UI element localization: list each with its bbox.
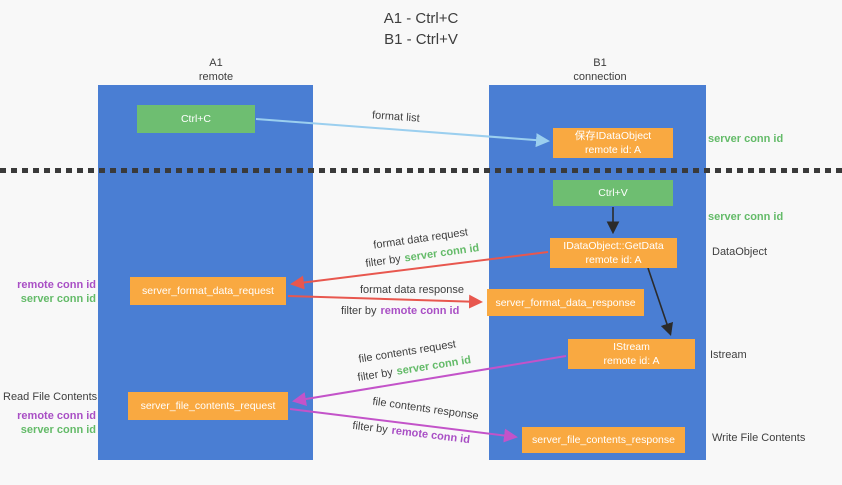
title-line-2: B1 - Ctrl+V — [384, 31, 458, 48]
annotation-istream: Istream — [710, 349, 747, 361]
node-save-idataobject: 保存IDataObject remote id: A — [553, 128, 673, 158]
filter-prefix-2: filter by — [341, 305, 377, 317]
filter-prefix-4: filter by — [351, 419, 389, 437]
remote-conn-id-ref-1: remote conn id — [380, 305, 460, 317]
annotation-left-conn-ids-1: remote conn id server conn id — [8, 278, 96, 306]
lane-a1-name: A1 — [209, 57, 223, 69]
node-save-idataobject-line1: 保存IDataObject — [574, 130, 652, 142]
filter-prefix-3: filter by — [356, 366, 394, 384]
arrow-format-data-response — [287, 294, 483, 309]
remote-conn-id-ref-2: remote conn id — [390, 424, 471, 447]
diagram-title: A1 - Ctrl+C B1 - Ctrl+V — [0, 8, 842, 50]
phase-divider-dotted-line — [0, 168, 842, 173]
edge-label-format-list: format list — [371, 109, 421, 125]
node-istream-line1: IStream — [613, 341, 650, 353]
node-idataobject-getdata-line1: IDataObject::GetData — [563, 240, 664, 252]
lane-header-a1: A1 remote — [156, 56, 276, 84]
node-ctrl-v-label: Ctrl+V — [598, 187, 628, 199]
annotation-remote-conn-id-1: remote conn id — [17, 279, 96, 291]
node-ctrl-c: Ctrl+C — [137, 105, 255, 133]
annotation-server-conn-id-top: server conn id — [708, 133, 784, 145]
node-server-format-data-request-label: server_format_data_request — [142, 285, 274, 297]
annotation-write-file-contents: Write File Contents — [712, 432, 806, 444]
node-istream: IStream remote id: A — [568, 339, 695, 369]
lane-b1-name: B1 — [593, 57, 607, 69]
annotation-left-conn-ids-2: remote conn id server conn id — [8, 409, 96, 437]
annotation-server-conn-id-left-2: server conn id — [20, 424, 96, 436]
node-idataobject-getdata-line2: remote id: A — [585, 254, 642, 266]
node-ctrl-v: Ctrl+V — [553, 180, 673, 206]
lane-header-b1: B1 connection — [540, 56, 660, 84]
lane-a1-role: remote — [198, 71, 234, 83]
node-server-format-data-response-label: server_format_data_response — [495, 296, 636, 309]
node-save-idataobject-line2: remote id: A — [584, 144, 642, 156]
lane-b1-role: connection — [573, 71, 627, 83]
node-server-file-contents-response-label: server_file_contents_response — [531, 434, 675, 446]
node-server-format-data-response: server_format_data_response — [487, 289, 644, 316]
edge-label-file-contents-response: file contents response — [371, 395, 480, 423]
node-idataobject-getdata: IDataObject::GetData remote id: A — [550, 238, 677, 268]
node-ctrl-c-label: Ctrl+C — [180, 113, 212, 125]
annotation-server-conn-id-left-1: server conn id — [20, 293, 96, 305]
node-server-file-contents-response: server_file_contents_response — [522, 427, 685, 453]
annotation-read-file-contents: Read File Contents — [3, 391, 98, 403]
edge-label-format-data-response: format data response — [360, 284, 464, 296]
node-istream-line2: remote id: A — [603, 355, 660, 367]
title-line-1: A1 - Ctrl+C — [383, 10, 459, 27]
node-server-file-contents-request: server_file_contents_request — [128, 392, 288, 420]
filter-prefix-1: filter by — [364, 253, 402, 270]
annotation-server-conn-id-mid: server conn id — [708, 211, 784, 223]
annotation-remote-conn-id-2: remote conn id — [17, 410, 96, 422]
annotation-dataobject: DataObject — [712, 246, 768, 258]
node-server-format-data-request: server_format_data_request — [130, 277, 286, 305]
node-server-file-contents-request-label: server_file_contents_request — [140, 400, 276, 412]
